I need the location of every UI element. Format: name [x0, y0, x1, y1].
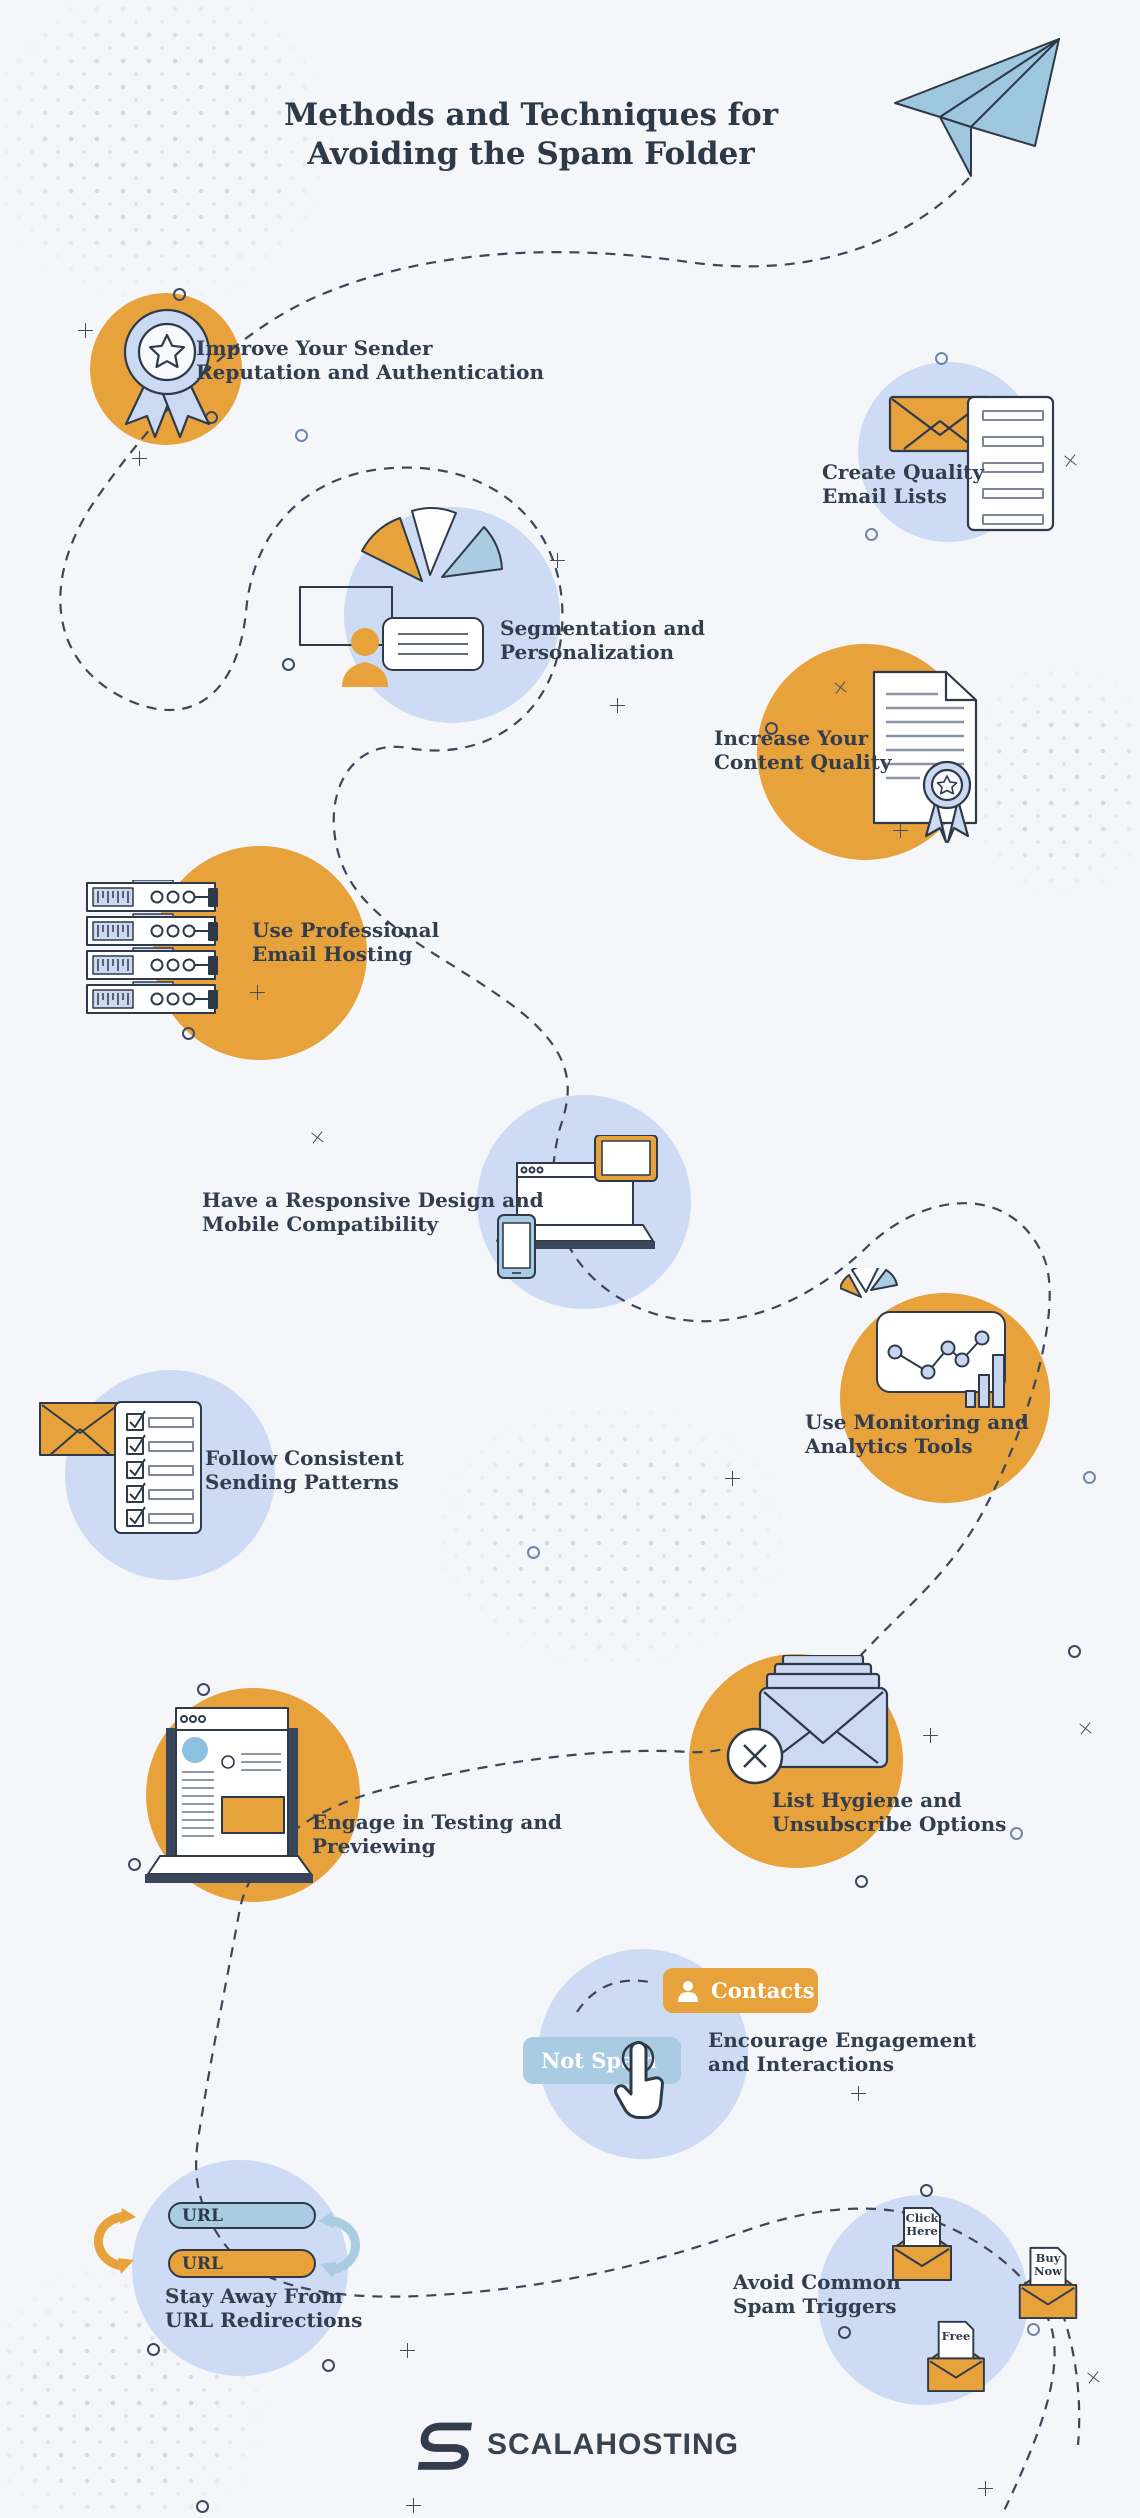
- pie-person-icon: [299, 507, 503, 687]
- spam-envelope-buy-now: Buy Now: [1016, 2244, 1080, 2320]
- item-responsive-design-label: Have a Responsive Design and Mobile Comp…: [202, 1188, 544, 1236]
- sparkle-marker: [400, 2343, 415, 2358]
- contacts-button: Contacts: [663, 1968, 818, 2013]
- sparkle-marker: [1083, 2367, 1104, 2388]
- item-url-redirections-label: Stay Away From URL Redirections: [165, 2284, 363, 2332]
- dot-marker: [147, 2343, 160, 2356]
- dot-marker: [1027, 2323, 1040, 2336]
- url-pill-blue: URL: [168, 2202, 316, 2229]
- laptop-preview-icon: [145, 1707, 313, 1883]
- item-list-hygiene-label: List Hygiene and Unsubscribe Options: [772, 1788, 1007, 1836]
- dot-marker: [920, 2184, 933, 2197]
- sparkle-marker: [851, 2086, 866, 2101]
- item-content-quality-label: Increase Your Content Quality: [714, 726, 892, 774]
- sparkle-marker: [610, 698, 625, 713]
- redirect-arrow-right-icon: [318, 2212, 360, 2278]
- item-testing-label: Engage in Testing and Previewing: [312, 1810, 562, 1858]
- sparkle-marker: [250, 985, 265, 1000]
- page-title: Methods and Techniques for Avoiding the …: [283, 97, 779, 172]
- contact-person-icon: [678, 1980, 698, 2002]
- server-stack-icon: [86, 880, 218, 1014]
- dot-marker: [1068, 1645, 1081, 1658]
- dot-marker: [935, 352, 948, 365]
- analytics-icon: [840, 1268, 1006, 1408]
- sparkle-marker: [550, 553, 565, 568]
- dot-marker: [855, 1875, 868, 1888]
- hand-cursor-icon: [614, 2041, 664, 2120]
- contacts-button-label: Contacts: [711, 1978, 815, 2003]
- sparkle-marker: [78, 323, 93, 338]
- brand-name: SCALAHOSTING: [487, 2428, 739, 2461]
- dot-marker: [196, 2500, 209, 2513]
- item-email-hosting-label: Use Professional Email Hosting: [252, 918, 440, 966]
- dot-marker: [128, 1858, 141, 1871]
- sparkle-marker: [725, 1471, 740, 1486]
- dot-marker: [197, 1683, 210, 1696]
- url-pill-orange: URL: [168, 2249, 316, 2278]
- sparkle-marker: [923, 1728, 938, 1743]
- spam-envelope-free: Free: [922, 2318, 990, 2393]
- item-quality-lists-label: Create Quality Email Lists: [822, 460, 985, 508]
- item-sender-reputation-label: Improve Your Sender Reputation and Authe…: [196, 336, 544, 384]
- dot-marker: [1010, 1827, 1023, 1840]
- dot-pattern-center: [430, 1400, 790, 1670]
- url-pill-blue-label: URL: [182, 2205, 223, 2226]
- sparkle-marker: [978, 2481, 993, 2496]
- redirect-arrow-left-icon: [94, 2208, 136, 2274]
- item-monitoring-label: Use Monitoring and Analytics Tools: [805, 1410, 1029, 1458]
- sparkle-marker: [1075, 1718, 1096, 1739]
- dot-marker: [295, 429, 308, 442]
- item-segmentation-label: Segmentation and Personalization: [500, 616, 705, 664]
- sparkle-marker: [132, 451, 147, 466]
- sparkle-marker: [406, 2498, 421, 2513]
- item-sending-patterns-label: Follow Consistent Sending Patterns: [205, 1446, 404, 1494]
- envelope-checklist-icon: [39, 1401, 202, 1534]
- url-pill-orange-label: URL: [182, 2253, 223, 2274]
- item-engagement-label: Encourage Engagement and Interactions: [708, 2028, 977, 2076]
- sparkle-marker: [307, 1127, 328, 1148]
- paper-plane-icon: [894, 38, 1060, 177]
- dot-marker: [527, 1546, 540, 1559]
- dot-marker: [182, 1027, 195, 1040]
- spam-note-text: Buy Now: [1033, 2251, 1063, 2278]
- dot-marker: [838, 2326, 851, 2339]
- spam-note-text: Free: [941, 2329, 971, 2343]
- dot-marker: [322, 2359, 335, 2372]
- scalahosting-logo-icon: [417, 2422, 473, 2470]
- spam-note-text: Click Here: [905, 2211, 939, 2238]
- envelope-stack-x-icon: [726, 1655, 889, 1785]
- item-spam-triggers-label: Avoid Common Spam Triggers: [733, 2270, 901, 2318]
- dot-marker: [1083, 1471, 1096, 1484]
